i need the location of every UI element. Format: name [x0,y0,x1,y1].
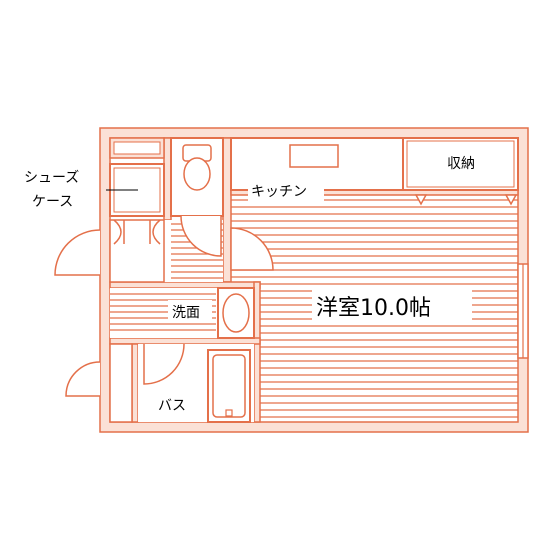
storage-door-marker-right [504,194,518,206]
kitchen-label-bg [248,178,324,202]
shoe-case-door-right [152,219,161,245]
toilet-bowl [183,157,211,191]
main-room-label-bg [312,290,472,322]
bathtub-inner [212,354,246,418]
storage-closet-inner [406,140,515,188]
entrance-step [109,219,165,283]
bath-door-swing [143,343,185,385]
kitchen-sink [289,144,339,168]
washroom-label-bg [168,300,212,322]
kitchen-label: キッチン [251,184,307,200]
upper-cabinet-inner [113,141,161,155]
room-door-swing [230,227,274,271]
shoe-case-door-left [113,219,122,245]
shoe-case-label-line2: ケース [32,194,73,210]
outdoor-closet [109,343,133,423]
storage-label: 収納 [447,156,475,172]
entrance-door-swing [54,229,101,276]
bathtub-drain [225,409,233,417]
bath-label: バス [158,398,186,414]
washbasin [222,293,250,333]
storage-door-marker-left [414,194,428,206]
main-room-label: 洋室10.0帖 [316,296,431,321]
washroom-label: 洗面 [172,305,200,321]
outdoor-closet-door-swing [65,361,101,397]
toilet-door-swing [180,215,222,257]
interior-walls [109,137,519,423]
storage-closet [402,137,519,191]
shoe-case-label-line1: シューズ [24,170,79,186]
